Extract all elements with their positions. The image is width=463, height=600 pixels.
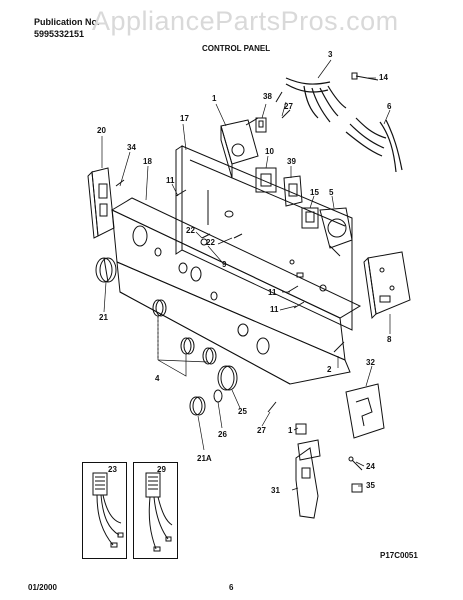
clip-35 — [351, 483, 363, 493]
callout-4: 4 — [155, 374, 160, 383]
callout-17: 17 — [180, 114, 189, 123]
endcap-20 — [87, 167, 115, 239]
callout-24: 24 — [366, 462, 375, 471]
callout-34: 34 — [127, 143, 136, 152]
footer-page-number: 6 — [229, 583, 234, 592]
control-support-bracket — [175, 145, 353, 331]
leader-lines — [101, 59, 391, 491]
publication-label: Publication No. — [34, 17, 100, 27]
callout-14: 14 — [379, 73, 388, 82]
fasteners — [115, 91, 345, 413]
callout-1-bottom: 1 — [288, 426, 293, 435]
callout-38: 38 — [263, 92, 272, 101]
inset-harness-29 — [133, 462, 178, 559]
wire-harness-6 — [345, 117, 403, 173]
lock-switch-1 — [295, 423, 307, 435]
watermark: AppliancePartsPros.com — [92, 6, 399, 36]
callout-31: 31 — [271, 486, 280, 495]
switch-38 — [255, 117, 267, 133]
pressure-control-5 — [319, 207, 353, 257]
callout-18: 18 — [143, 157, 152, 166]
terminal-block-8 — [363, 251, 411, 320]
endcap-31 — [295, 439, 321, 519]
footer-date: 01/2000 — [28, 583, 57, 592]
switch-10 — [255, 167, 277, 193]
screw-14 — [351, 72, 379, 81]
wire-harness-3 — [285, 77, 347, 123]
publication-number: 5995332151 — [34, 29, 85, 39]
callout-20: 20 — [97, 126, 106, 135]
page-title: CONTROL PANEL — [202, 44, 271, 53]
callout-39: 39 — [287, 157, 296, 166]
callout-29: 29 — [157, 465, 166, 474]
callout-32: 32 — [366, 358, 375, 367]
callout-25: 25 — [238, 407, 247, 416]
callout-11-left: 11 — [166, 176, 175, 185]
callout-22-lower: 22 — [206, 238, 215, 247]
inset-harness-23 — [82, 462, 127, 559]
knob-21 — [95, 257, 117, 283]
harness-29-illustration — [145, 472, 173, 552]
callout-11-mid: 11 — [268, 288, 277, 297]
timer-part — [220, 117, 259, 179]
callout-27-bottom: 27 — [257, 426, 266, 435]
callout-10: 10 — [265, 147, 274, 156]
callout-35: 35 — [366, 481, 375, 490]
callout-9: 9 — [222, 260, 227, 269]
callout-22-upper: 22 — [186, 226, 195, 235]
switch-39 — [283, 175, 303, 207]
callout-21a: 21A — [197, 454, 212, 463]
callout-27-top: 27 — [284, 102, 293, 111]
callout-3: 3 — [328, 50, 333, 59]
clip-32 — [345, 383, 385, 439]
callout-1: 1 — [212, 94, 217, 103]
part-26 — [213, 389, 223, 403]
callout-23: 23 — [108, 465, 117, 474]
callout-6: 6 — [387, 102, 392, 111]
callout-5: 5 — [329, 188, 334, 197]
callout-11-right: 11 — [270, 305, 279, 314]
knobs-4 — [152, 299, 238, 391]
callout-21: 21 — [99, 313, 108, 322]
control-console-panel — [110, 197, 362, 385]
screw-24 — [348, 456, 363, 471]
callout-15: 15 — [310, 188, 319, 197]
figure-code: P17C0051 — [380, 551, 418, 560]
harness-23-illustration — [92, 472, 124, 548]
knob-21a — [189, 396, 206, 416]
callout-8: 8 — [387, 335, 392, 344]
callout-2: 2 — [327, 365, 332, 374]
callout-26: 26 — [218, 430, 227, 439]
